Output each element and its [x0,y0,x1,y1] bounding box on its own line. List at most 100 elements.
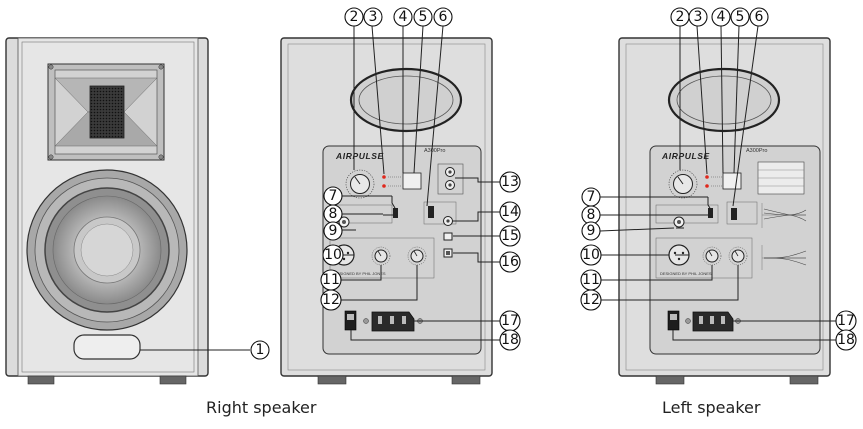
mode-switch [428,206,434,218]
svg-text:8: 8 [587,207,596,223]
svg-text:2: 2 [676,9,685,25]
input-led [382,175,386,179]
input-led [705,175,709,179]
svg-text:18: 18 [501,332,519,348]
callout-6: 6 [433,7,453,27]
volume-knob [345,169,375,199]
svg-text:12: 12 [322,292,340,308]
callout-5: 5 [730,7,750,27]
power-switch [344,310,357,331]
input-switch [708,208,713,218]
svg-text:17: 17 [501,313,519,329]
callout-4: 4 [711,7,731,27]
callout-4: 4 [393,7,413,27]
svg-text:11: 11 [582,272,600,288]
callout-11: 11 [580,269,602,291]
ir-receiver [722,172,742,190]
callout-15: 15 [499,225,521,247]
svg-text:15: 15 [501,228,519,244]
left-speaker-back: AIRPULSE A300Pro [618,37,831,385]
control-panel [322,145,482,355]
input-switch [393,208,398,218]
rear-port [349,67,463,133]
svg-text:1: 1 [256,342,265,358]
callout-2: 2 [344,7,364,27]
designer-label: DESIGNED BY PHIL JONES [334,271,386,276]
svg-text:14: 14 [501,204,519,220]
callout-3: 3 [363,7,383,27]
ac-inlet [363,311,423,332]
callout-8: 8 [581,205,601,225]
svg-text:3: 3 [369,9,378,25]
svg-text:7: 7 [587,189,596,205]
callout-7: 7 [581,187,601,207]
callout-11: 11 [320,269,342,291]
callout-14: 14 [499,201,521,223]
svg-text:7: 7 [329,188,338,204]
leader-lines [140,25,836,351]
svg-text:6: 6 [439,9,448,25]
callout-12: 12 [320,289,342,311]
svg-text:5: 5 [419,9,428,25]
volume-knob [668,169,698,199]
callout-1: 1 [250,340,270,360]
svg-text:10: 10 [324,247,342,263]
svg-text:4: 4 [717,9,726,25]
callout-13: 13 [499,171,521,193]
svg-text:4: 4 [399,9,408,25]
svg-text:2: 2 [350,9,359,25]
callout-17: 17 [499,310,521,332]
high-freq-knob [728,246,748,266]
model-label: A300Pro [746,148,767,154]
callout-18: 18 [835,329,857,351]
optical-input [443,232,453,241]
status-led [382,184,386,188]
svg-text:9: 9 [329,223,338,239]
ac-inlet [685,311,741,332]
callout-9: 9 [581,221,601,241]
svg-text:5: 5 [736,9,745,25]
svg-text:3: 3 [694,9,703,25]
svg-text:18: 18 [837,332,855,348]
svg-text:11: 11 [322,272,340,288]
callout-10: 10 [580,244,602,266]
svg-text:8: 8 [329,206,338,222]
model-label: A300Pro [424,148,445,154]
callout-7: 7 [323,186,343,206]
callout-numbers: 1 2 3 4 5 6 7 8 9 10 11 12 13 14 15 16 1… [250,7,857,360]
callout-8: 8 [323,204,343,224]
svg-text:16: 16 [501,254,519,270]
callout-2: 2 [670,7,690,27]
svg-text:12: 12 [582,292,600,308]
right-speaker-back: AIRPULSE A300Pro [280,37,493,385]
tweeter-horn [47,63,165,161]
callout-5: 5 [413,7,433,27]
callout-12: 12 [580,289,602,311]
power-switch [667,310,680,331]
eq-curve-graph [761,203,807,270]
mode-switch [731,208,737,220]
rear-port [667,67,781,133]
designer-label: DESIGNED BY PHIL JONES [660,271,712,276]
callout-3: 3 [688,7,708,27]
svg-text:9: 9 [587,223,596,239]
callout-18: 18 [499,329,521,351]
status-led [705,184,709,188]
callout-16: 16 [499,251,521,273]
callout-10: 10 [322,244,344,266]
right-speaker-caption: Right speaker [206,398,317,417]
svg-text:13: 13 [501,174,519,190]
callout-17: 17 [835,310,857,332]
brand-label: AIRPULSE [335,151,384,161]
ir-receiver [402,172,422,190]
bass-port [73,334,141,360]
front-speaker [5,37,209,385]
woofer [26,169,188,331]
left-speaker-caption: Left speaker [662,398,761,417]
low-freq-knob [371,246,391,266]
svg-text:10: 10 [582,247,600,263]
svg-text:17: 17 [837,313,855,329]
svg-text:6: 6 [755,9,764,25]
callout-6: 6 [749,7,769,27]
